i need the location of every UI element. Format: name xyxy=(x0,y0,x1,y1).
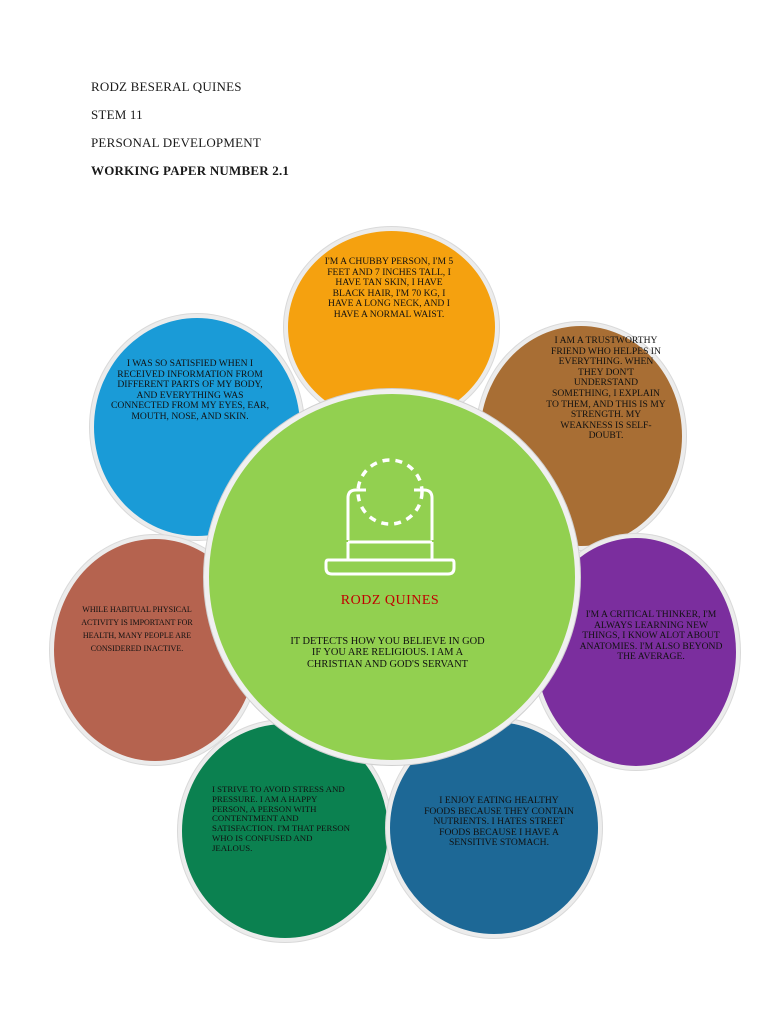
grade-level: STEM 11 xyxy=(91,107,143,122)
petal-text-social: I AM A TRUSTWORTHY FRIEND WHO HELPES IN … xyxy=(546,335,666,442)
paper-title: WORKING PAPER NUMBER 2.1 xyxy=(91,163,290,178)
petal-text-senses: I WAS SO SATISFIED WHEN I RECEIVED INFOR… xyxy=(111,358,269,422)
petal-text-nutrition: I ENJOY EATING HEALTHY FOODS BECAUSE THE… xyxy=(424,795,574,849)
center-title: RODZ QUINES xyxy=(340,593,440,608)
center-circle xyxy=(204,389,580,765)
petal-text-activity: WHILE HABITUAL PHYSICAL ACTIVITY IS IMPO… xyxy=(81,605,193,653)
laptop-person-icon xyxy=(324,458,456,576)
center-description: IT DETECTS HOW YOU BELIEVE IN GOD IF YOU… xyxy=(290,636,485,670)
petal-text-intellectual: I'M A CRITICAL THINKER, I'M ALWAYS LEARN… xyxy=(579,609,723,663)
petal-text-physical: I'M A CHUBBY PERSON, I'M 5 FEET AND 7 IN… xyxy=(324,256,454,320)
author-name: RODZ BESERAL QUINES xyxy=(91,79,242,94)
subject-title: PERSONAL DEVELOPMENT xyxy=(91,135,261,150)
petal-blue xyxy=(90,314,304,540)
petal-text-emotional: I STRIVE TO AVOID STRESS AND PRESSURE. I… xyxy=(212,784,350,853)
